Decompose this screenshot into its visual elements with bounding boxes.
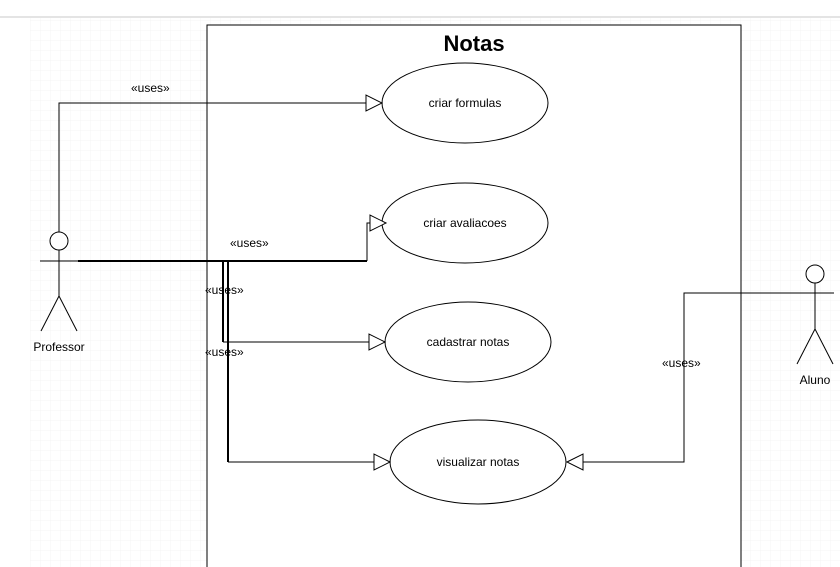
stereotype-uses-cadastrar: «uses» bbox=[205, 283, 244, 297]
actor-professor-right-leg bbox=[58, 295, 78, 332]
system-title: Notas bbox=[443, 31, 504, 56]
stereotype-uses-visualizar-aluno: «uses» bbox=[662, 356, 701, 370]
connector-aluno-visualizar-notas[interactable]: «uses» bbox=[565, 292, 797, 471]
connector-professor-cadastrar-notas[interactable]: «uses» bbox=[205, 261, 387, 351]
use-case-criar-formulas[interactable]: criar formulas bbox=[381, 62, 549, 144]
connector-professor-criar-formulas[interactable]: «uses» bbox=[58, 81, 384, 232]
use-case-visualizar-notas[interactable]: visualizar notas bbox=[389, 419, 567, 505]
use-case-criar-avaliacoes-label: criar avaliacoes bbox=[423, 216, 506, 230]
actor-aluno-head bbox=[805, 264, 825, 284]
actor-aluno-right-leg bbox=[814, 328, 834, 365]
actor-professor[interactable]: Professor bbox=[33, 231, 85, 354]
actor-professor-label: Professor bbox=[33, 340, 84, 354]
actor-aluno-left-leg bbox=[796, 328, 816, 365]
actor-professor-left-leg bbox=[40, 295, 60, 332]
stereotype-uses-visualizar-prof: «uses» bbox=[205, 345, 244, 359]
use-case-cadastrar-notas[interactable]: cadastrar notas bbox=[384, 301, 552, 383]
actor-professor-head bbox=[49, 231, 69, 251]
use-case-criar-avaliacoes[interactable]: criar avaliacoes bbox=[381, 182, 549, 264]
use-case-visualizar-notas-label: visualizar notas bbox=[437, 455, 520, 469]
use-case-cadastrar-notas-label: cadastrar notas bbox=[427, 335, 510, 349]
use-case-criar-formulas-label: criar formulas bbox=[429, 96, 502, 110]
actor-aluno-label: Aluno bbox=[800, 373, 831, 387]
stereotype-uses-formulas: «uses» bbox=[131, 81, 170, 95]
connector-professor-visualizar-notas[interactable]: «uses» bbox=[205, 261, 392, 471]
actor-aluno[interactable]: Aluno bbox=[796, 264, 834, 387]
stereotype-uses-avaliacoes: «uses» bbox=[230, 236, 269, 250]
